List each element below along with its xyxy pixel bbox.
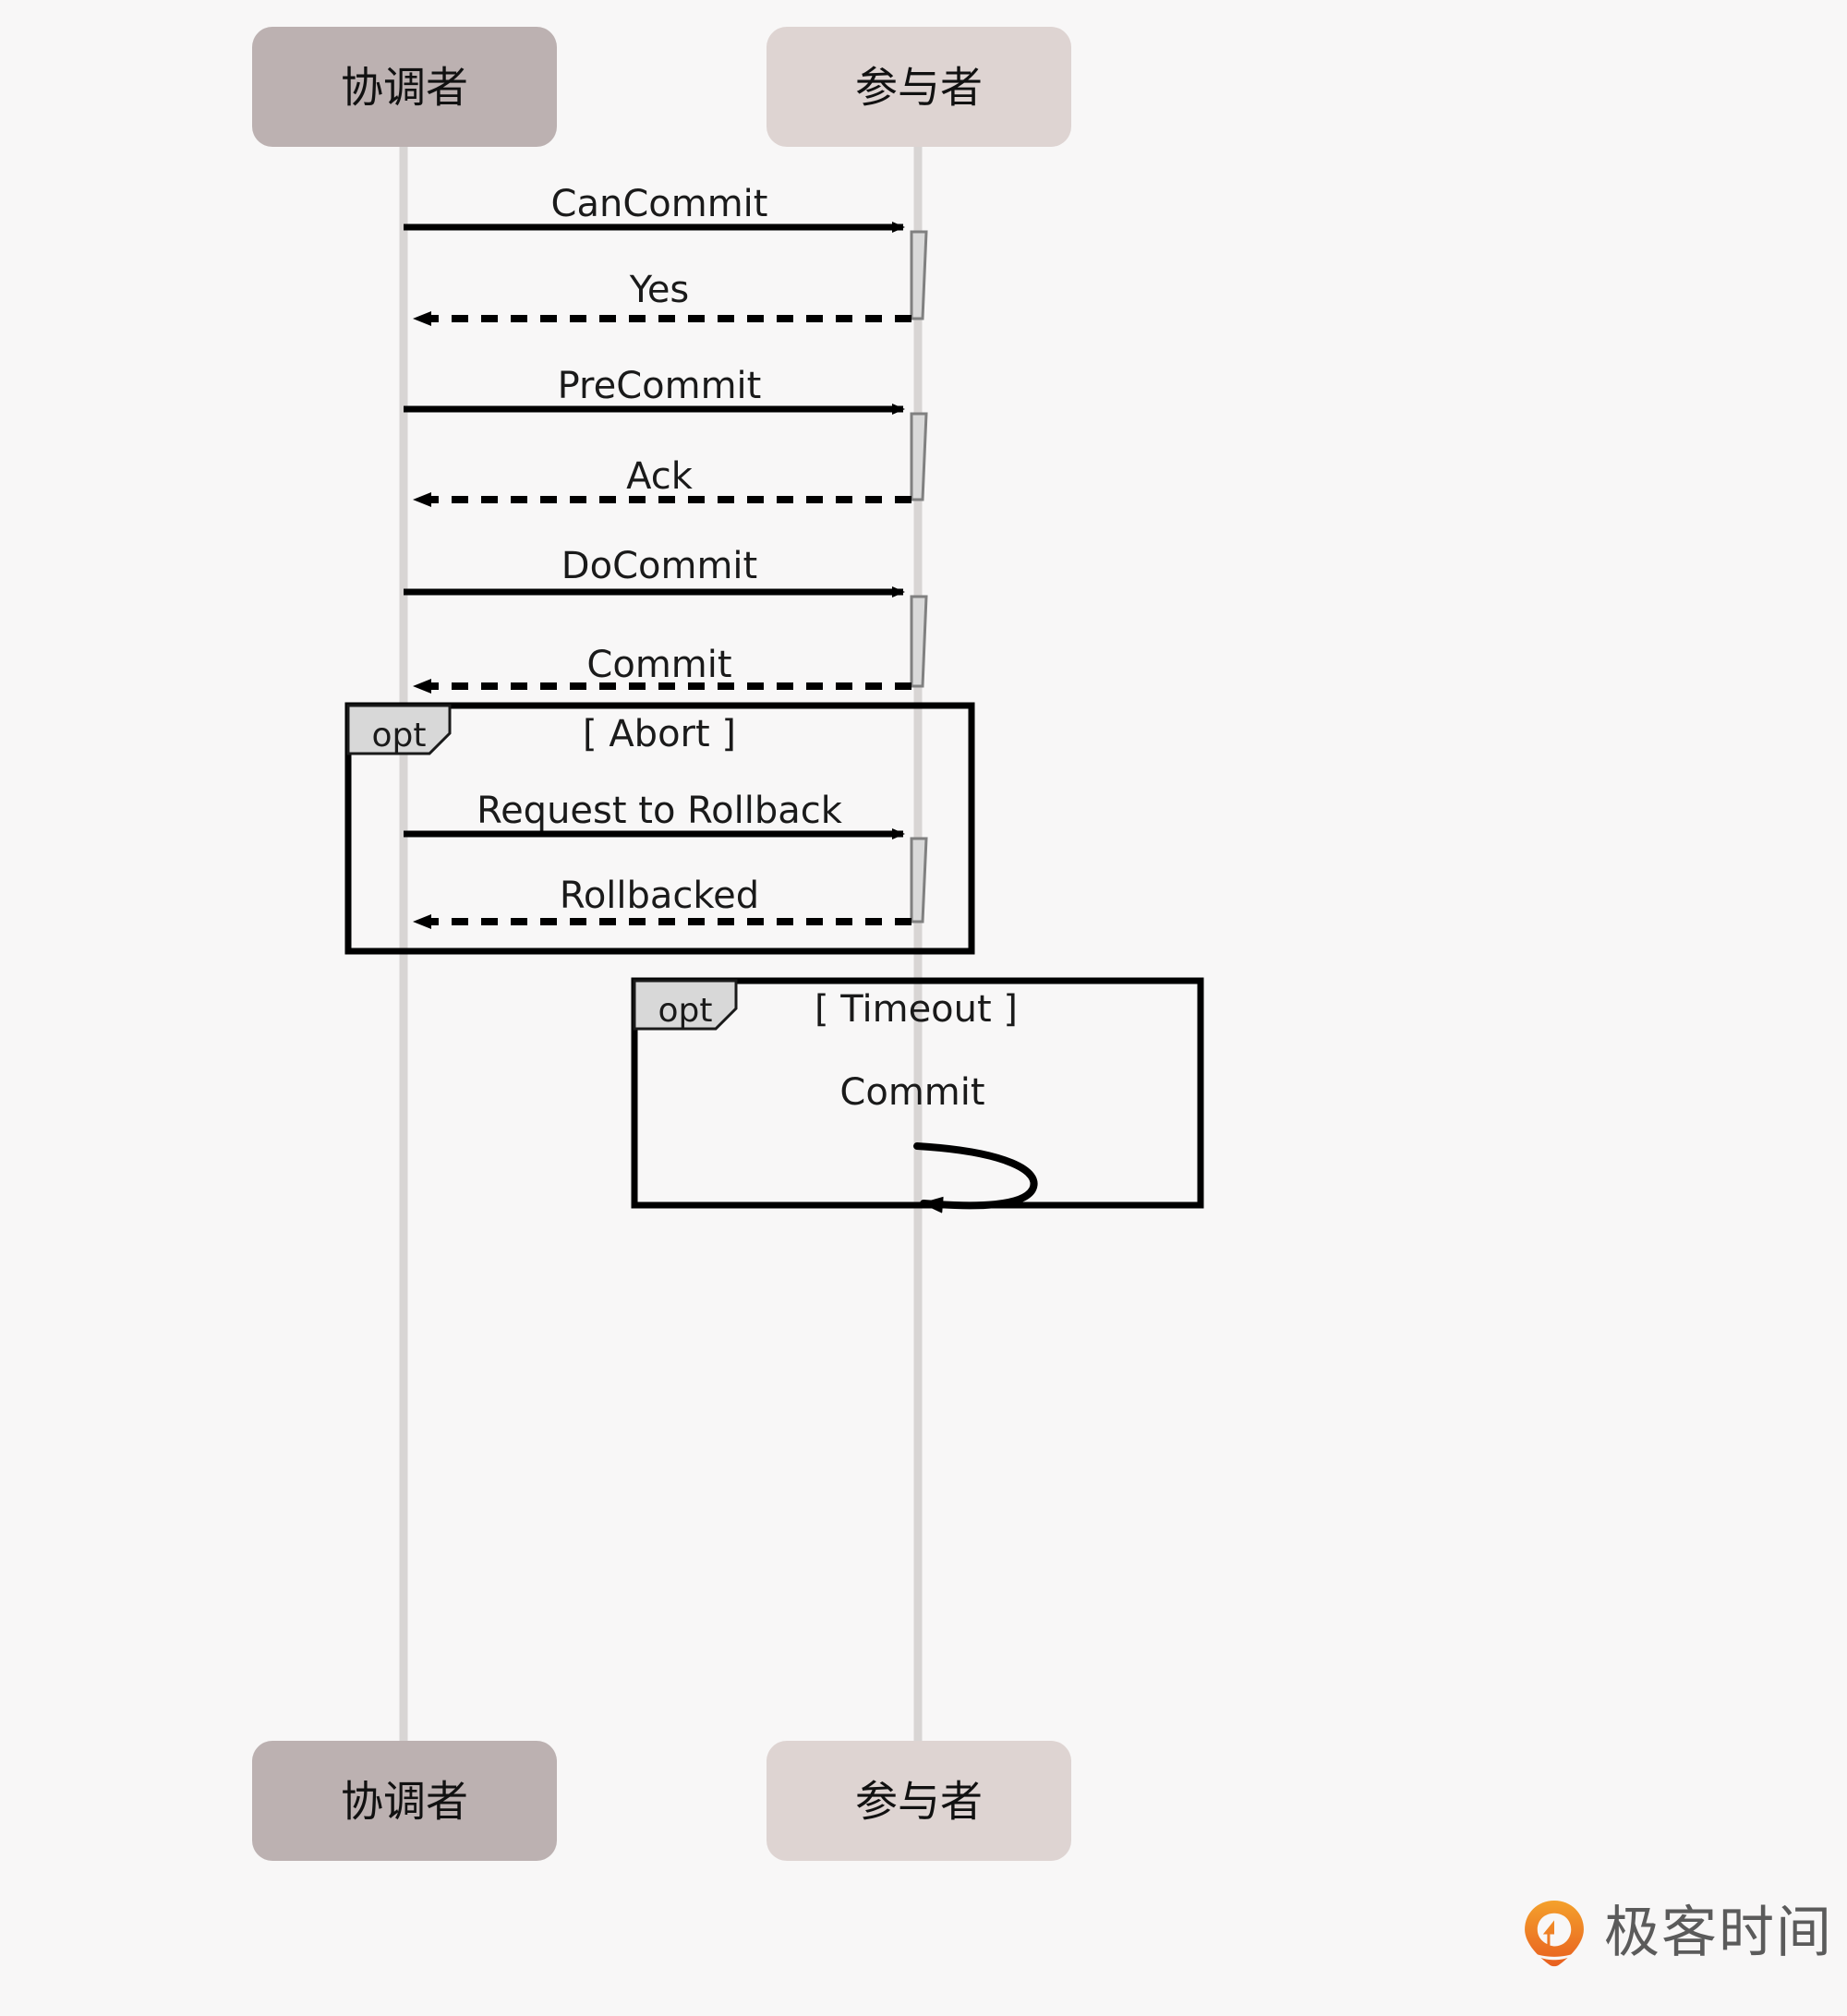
actor-foot-participant[interactable]: 参与者 xyxy=(767,1741,1071,1861)
message-commit[interactable]: Commit xyxy=(413,644,911,694)
fragment-opt-abort[interactable]: opt [ Abort ] xyxy=(344,702,975,955)
fragment-opt-timeout[interactable]: opt [ Timeout ] xyxy=(631,977,1204,1209)
self-message-commit[interactable]: Commit xyxy=(839,1071,1038,1213)
activation-bar-4 xyxy=(910,837,928,923)
actor-head-participant[interactable]: 参与者 xyxy=(767,27,1071,147)
activation-bar-2 xyxy=(910,412,928,501)
activation-bar-1 xyxy=(910,230,928,320)
actor-head-coordinator[interactable]: 协调者 xyxy=(252,27,557,147)
activation-bar-3 xyxy=(910,595,928,688)
message-cancommit[interactable]: CanCommit xyxy=(404,183,905,233)
activation-bar-shape-4 xyxy=(910,837,928,923)
fragment-opt-timeout-kind: opt xyxy=(658,992,713,1030)
activation-bar-shape-3 xyxy=(910,595,928,688)
message-yes-label: Yes xyxy=(629,269,690,311)
watermark: 极客时间 xyxy=(1519,1898,1833,1968)
message-commit-label: Commit xyxy=(586,644,731,686)
activation-bar-shape-1 xyxy=(910,230,928,320)
self-message-commit-arrow xyxy=(913,1142,1038,1213)
actor-foot-participant-label: 参与者 xyxy=(855,1777,983,1827)
actor-foot-coordinator-box xyxy=(252,1741,557,1861)
message-request-to-rollback[interactable]: Request to Rollback xyxy=(404,790,905,839)
fragment-opt-abort-guard: [ Abort ] xyxy=(583,713,736,755)
actor-head-participant-label: 参与者 xyxy=(855,63,983,113)
message-docommit[interactable]: DoCommit xyxy=(404,545,905,598)
actor-foot-participant-box xyxy=(767,1741,1071,1861)
message-ack-label: Ack xyxy=(626,455,694,498)
fragment-opt-abort-kind: opt xyxy=(372,717,427,754)
message-precommit-label: PreCommit xyxy=(558,365,762,407)
fragment-opt-abort-box xyxy=(344,702,975,955)
self-message-commit-label: Commit xyxy=(839,1071,984,1114)
message-request-to-rollback-label: Request to Rollback xyxy=(477,790,843,832)
message-precommit[interactable]: PreCommit xyxy=(404,365,905,415)
message-rollbacked[interactable]: Rollbacked xyxy=(413,875,911,929)
actor-foot-coordinator[interactable]: 协调者 xyxy=(252,1741,557,1861)
geektime-logo-icon xyxy=(1525,1901,1584,1967)
fragment-opt-timeout-box xyxy=(631,977,1204,1209)
fragment-opt-abort-tab xyxy=(346,704,452,755)
fragment-opt-timeout-tab xyxy=(633,979,738,1031)
message-docommit-label: DoCommit xyxy=(561,545,757,587)
actor-head-coordinator-box xyxy=(252,27,557,147)
actor-head-participant-box xyxy=(767,27,1071,147)
message-yes[interactable]: Yes xyxy=(413,269,911,326)
message-ack[interactable]: Ack xyxy=(413,455,911,507)
message-cancommit-label: CanCommit xyxy=(551,183,768,225)
watermark-text: 极客时间 xyxy=(1604,1901,1833,1965)
actor-head-coordinator-label: 协调者 xyxy=(341,63,468,113)
fragment-opt-timeout-guard: [ Timeout ] xyxy=(815,988,1018,1031)
actor-foot-coordinator-label: 协调者 xyxy=(341,1777,468,1827)
activation-bar-shape-2 xyxy=(910,412,928,501)
message-rollbacked-label: Rollbacked xyxy=(560,875,759,917)
